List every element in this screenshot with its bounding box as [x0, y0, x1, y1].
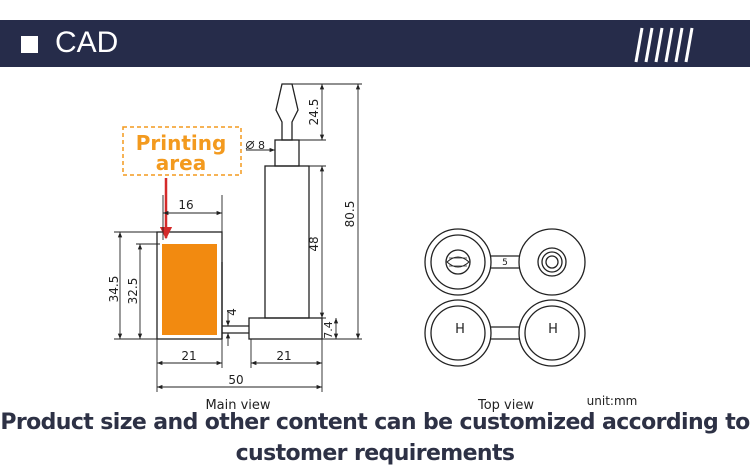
header-square-icon — [21, 36, 38, 53]
unit-label: unit:mm — [587, 394, 638, 408]
footer-line-2: customer requirements — [235, 441, 515, 466]
top-view-letter-right: H — [548, 322, 558, 337]
printing-label-line1: Printing — [136, 131, 227, 155]
dim-345-label: 34.5 — [107, 276, 121, 303]
dim-50-label: 50 — [228, 373, 243, 387]
dim-325-label: 32.5 — [126, 278, 140, 305]
section-header: CAD — [0, 20, 750, 67]
dim-805-label: 80.5 — [343, 201, 357, 228]
dim-16-label: 16 — [178, 198, 193, 212]
footer-line-1: Product size and other content can be cu… — [0, 410, 750, 435]
top-view — [424, 228, 586, 367]
printing-area-label-box — [122, 126, 242, 176]
pin-neck — [274, 139, 300, 167]
dim-5-label: 5 — [502, 258, 508, 268]
dim-21-right-label: 21 — [276, 349, 291, 363]
main-view-caption: Main view — [205, 398, 270, 413]
dim-21-left-label: 21 — [181, 349, 196, 363]
pin-base — [248, 317, 323, 340]
main-view — [122, 83, 323, 340]
main-view-dimensions — [114, 83, 362, 392]
header-stripes-decoration — [634, 27, 694, 63]
pin-head — [275, 83, 299, 141]
dim-4-label: 4 — [225, 308, 239, 316]
printing-area-fill — [162, 244, 217, 335]
pin-shaft — [264, 165, 310, 319]
diameter-symbol-icon — [245, 140, 255, 150]
dim-48-label: 48 — [307, 236, 321, 251]
top-view-letter-left: H — [455, 322, 465, 337]
top-view-caption: Top view — [477, 398, 534, 413]
dim-245-label: 24.5 — [307, 99, 321, 126]
printing-label-line2: area — [156, 151, 206, 175]
dim-dia8-label: 8 — [258, 139, 265, 152]
header-title: CAD — [55, 26, 119, 59]
dim-74-label: 7.4 — [322, 321, 335, 339]
